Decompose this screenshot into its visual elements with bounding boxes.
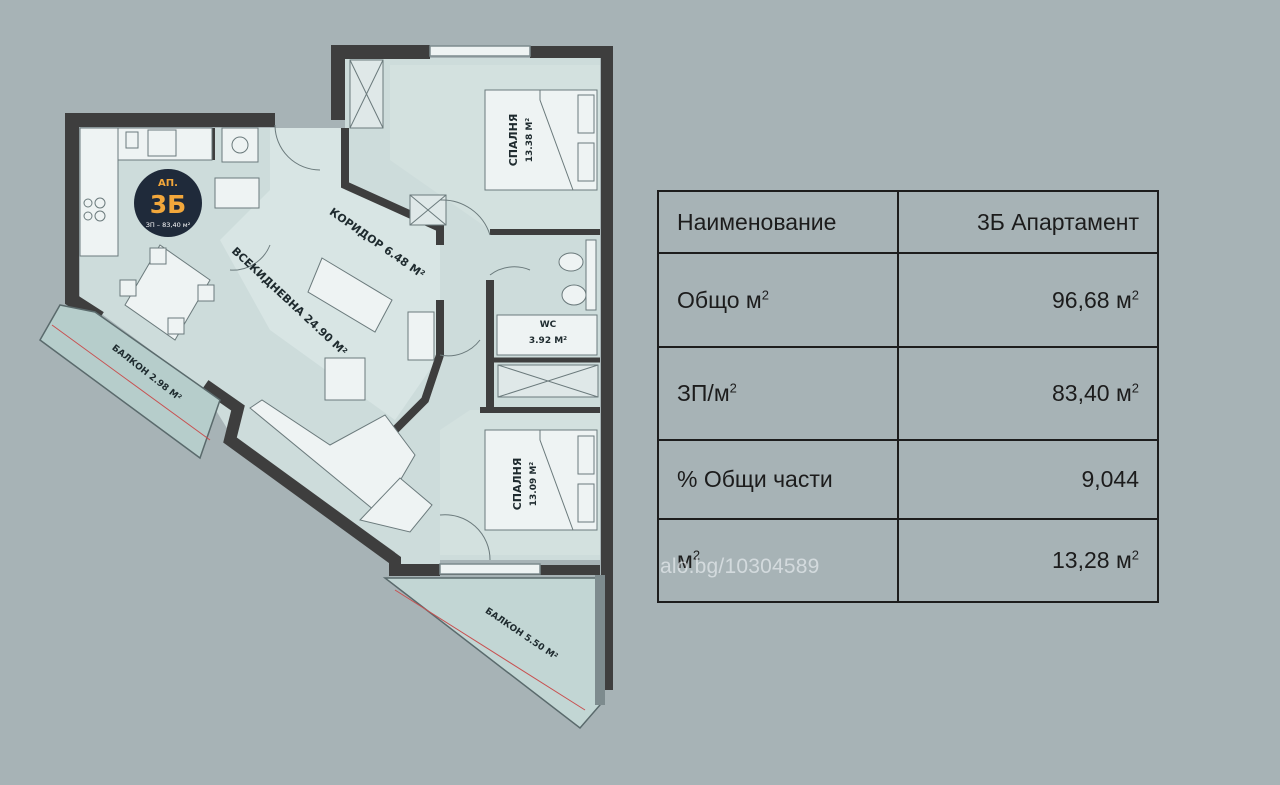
wc-name: WC (540, 320, 557, 330)
table-cell-label: Наименование (657, 190, 899, 254)
balcony-left-railing (51, 324, 211, 441)
balcony-bottom-rail (595, 575, 605, 705)
badge-subline: ЗП – 83,40 м² (146, 221, 191, 229)
table-cell-value: 3Б Апартамент (896, 190, 1160, 254)
table-row: % Общи части 9,044 (657, 439, 1160, 520)
apartment-badge (134, 169, 202, 237)
dining-table (119, 244, 215, 341)
table-cell-label: ЗП/м2 (657, 346, 899, 441)
table-cell-label: м2 (657, 518, 899, 603)
living-furniture (249, 257, 435, 533)
table-row: ЗП/м2 83,40 м2 (657, 346, 1160, 441)
badge-prefix: АП. (158, 178, 178, 189)
floor-plan: АП. 3Б ЗП – 83,40 м² СПАЛНЯ 13.38 М² СПА… (39, 45, 613, 730)
balcony-bottom-railing (394, 589, 586, 711)
windows (429, 45, 541, 575)
beds (484, 89, 598, 531)
wc-fixtures (496, 239, 598, 356)
table-cell-label: Общо м2 (657, 252, 899, 348)
bedroom-bottom-area: 13.09 М² (529, 462, 539, 507)
door-swings (229, 124, 531, 561)
table-row: м2 13,28 м2 (657, 518, 1160, 603)
watermark: alo.bg/10304589 (660, 555, 820, 578)
table-row: Наименование 3Б Апартамент (657, 190, 1160, 254)
bedroom-bottom-name: СПАЛНЯ (511, 458, 524, 511)
table-cell-value: 9,044 (896, 439, 1160, 520)
kitchen (79, 127, 260, 257)
badge-number: 3Б (150, 190, 186, 219)
wc-area: 3.92 М² (529, 336, 567, 346)
bedroom-top-area: 13.38 М² (525, 118, 535, 163)
table-cell-value: 13,28 м2 (896, 518, 1160, 603)
apartment-info-table: Наименование 3Б Апартамент Общо м2 96,68… (657, 190, 1160, 603)
bedroom-top-name: СПАЛНЯ (507, 114, 520, 167)
balcony-bottom (382, 577, 601, 730)
table-cell-value: 83,40 м2 (896, 346, 1160, 441)
table-row: Общо м2 96,68 м2 (657, 252, 1160, 348)
table-cell-label: % Общи части (657, 439, 899, 520)
table-cell-value: 96,68 м2 (896, 252, 1160, 348)
